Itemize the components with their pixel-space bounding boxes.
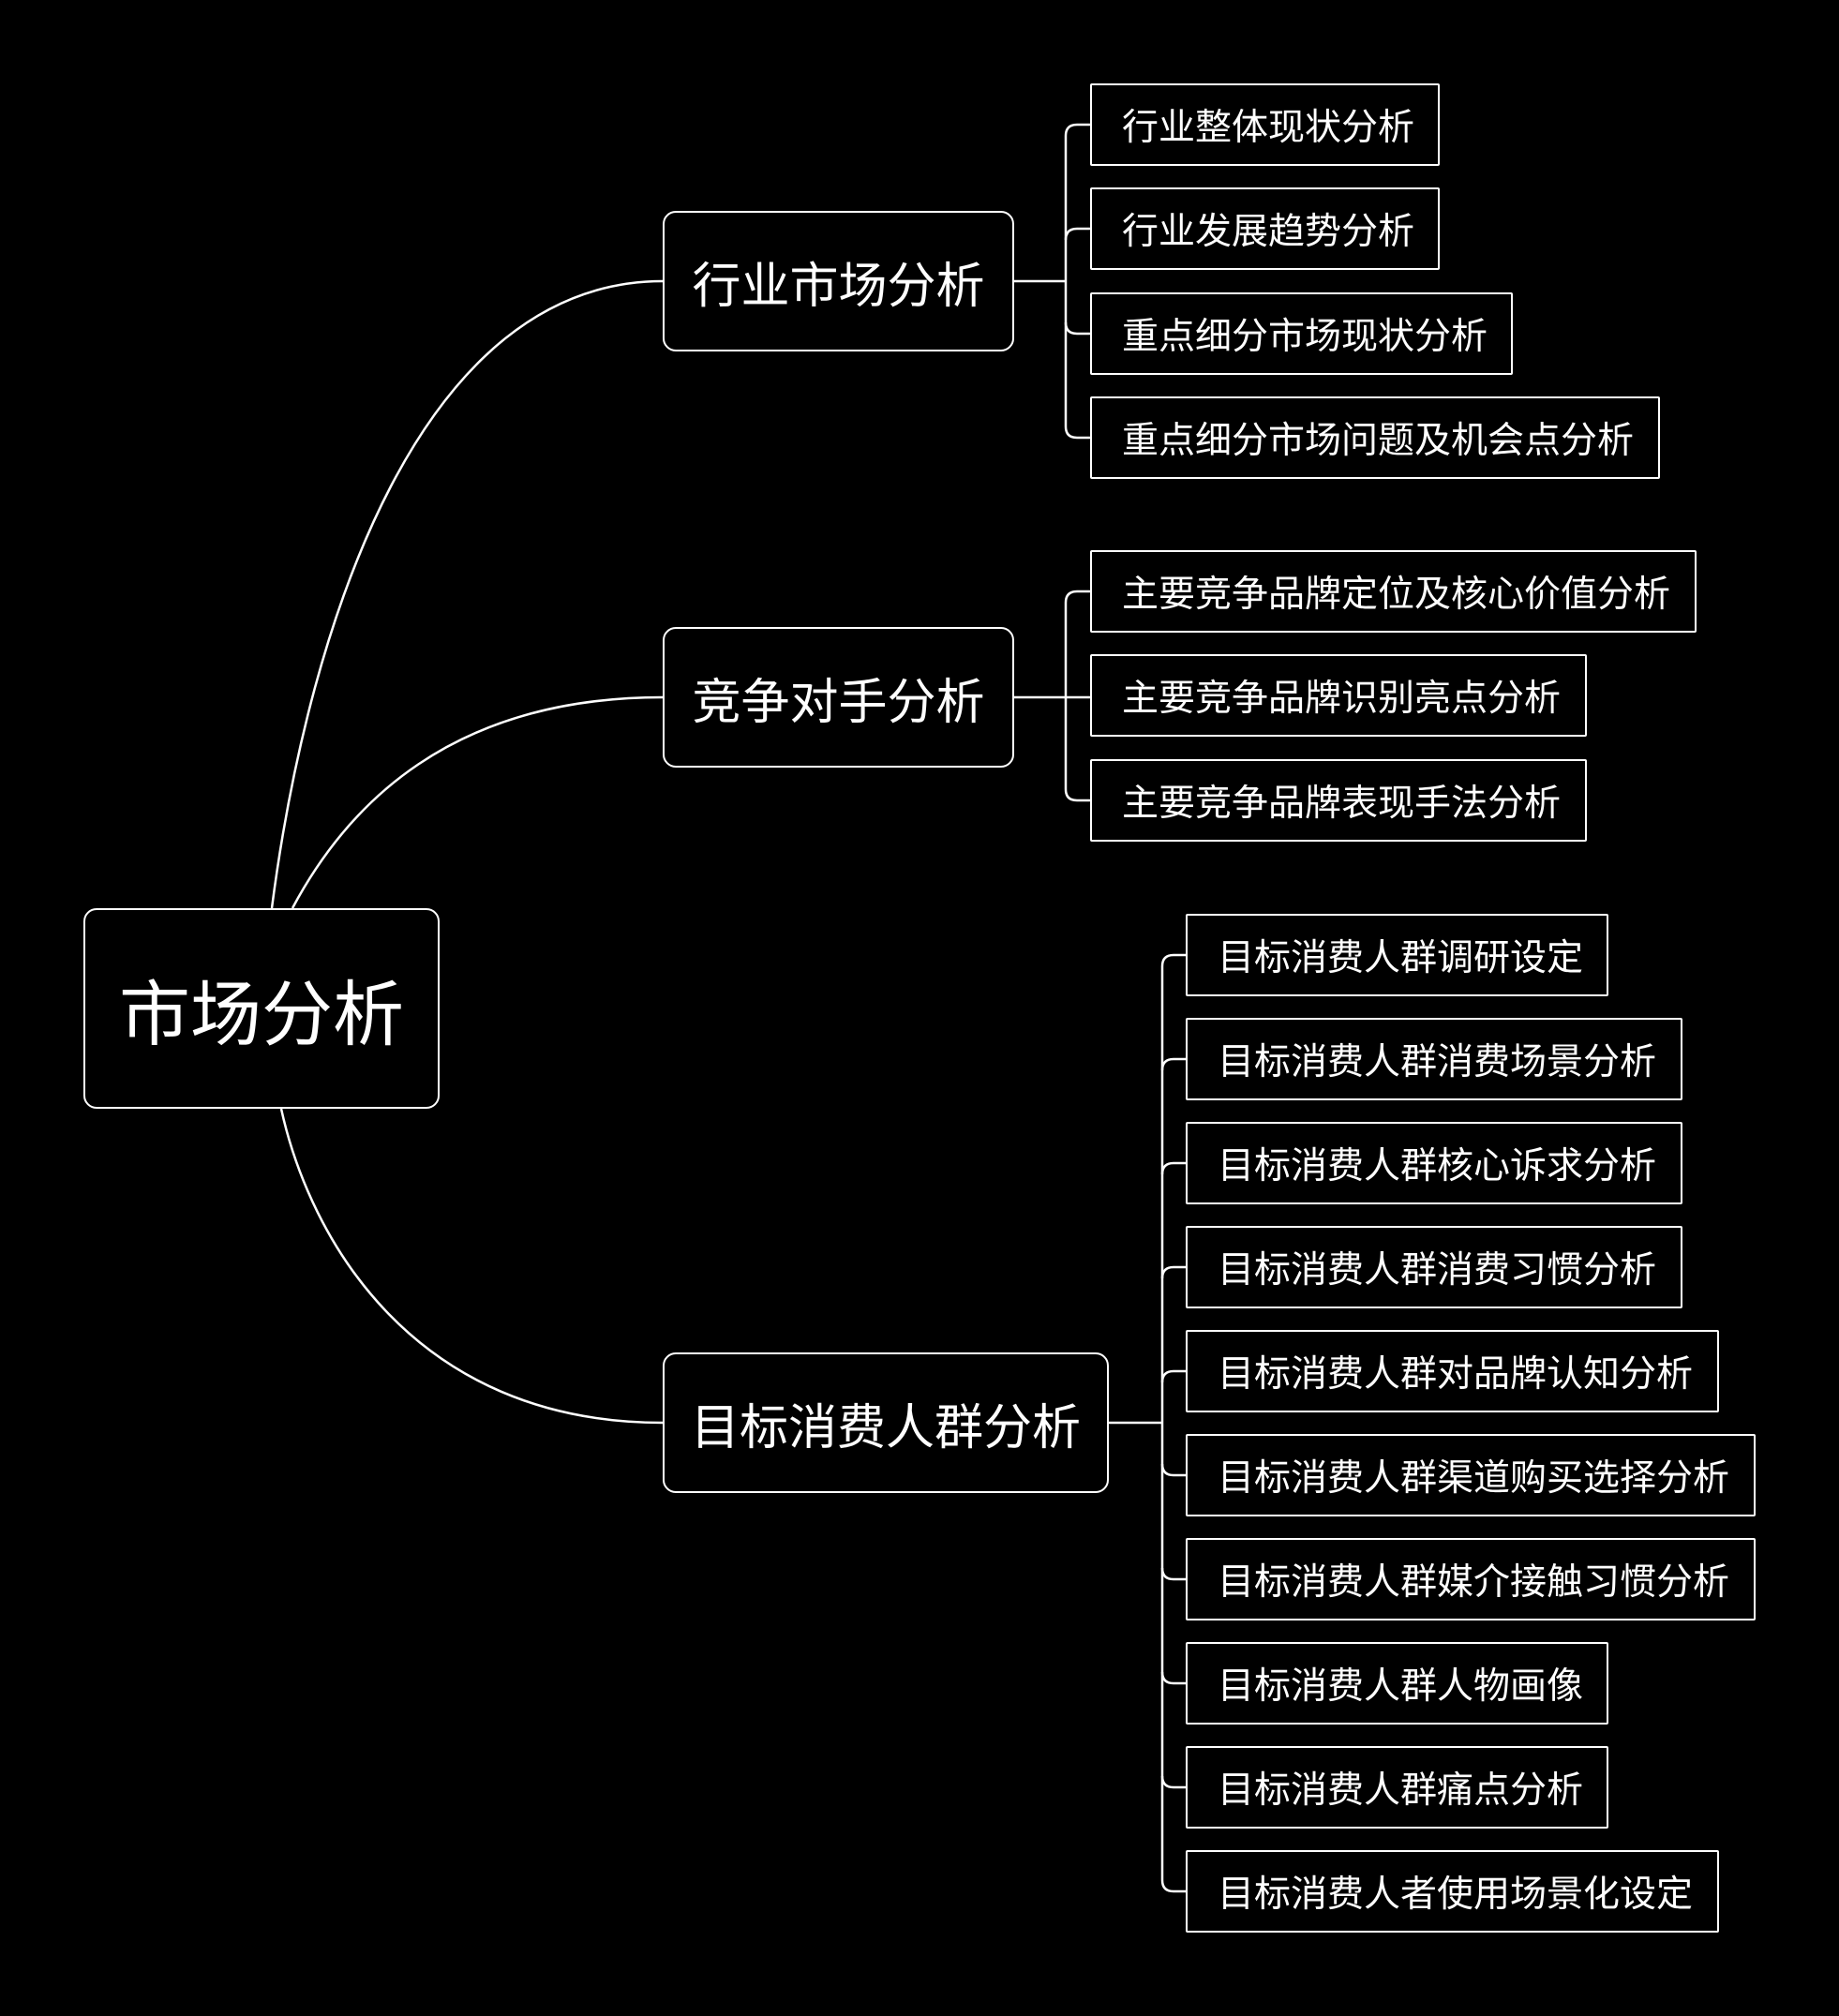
branch-node-competitor[interactable]: 竞争对手分析 [663, 627, 1014, 768]
leaf-node[interactable]: 主要竞争品牌表现手法分析 [1090, 759, 1587, 842]
leaf-node-label: 目标消费人群人物画像 [1218, 1665, 1584, 1708]
leaf-node-label: 行业发展趋势分析 [1122, 211, 1415, 253]
leaf-node[interactable]: 目标消费人群核心诉求分析 [1186, 1122, 1682, 1204]
connector-branch-2-leaf-9 [1160, 1879, 1186, 1893]
leaf-node-label: 目标消费人群对品牌认知分析 [1218, 1353, 1694, 1396]
leaf-node[interactable]: 行业发展趋势分析 [1090, 187, 1440, 270]
connector-branch-2-leaf-3 [1160, 1265, 1186, 1279]
branch-node-label: 目标消费人群分析 [690, 1399, 1081, 1456]
branch-node-label: 竞争对手分析 [692, 674, 985, 731]
connector-branch-2-leaf-8 [1160, 1775, 1186, 1789]
leaf-node-label: 目标消费人者使用场景化设定 [1218, 1874, 1694, 1916]
leaf-node[interactable]: 主要竞争品牌定位及核心价值分析 [1090, 550, 1697, 633]
leaf-node-label: 目标消费人群消费场景分析 [1218, 1041, 1657, 1083]
branch-node-industry-market[interactable]: 行业市场分析 [663, 211, 1014, 351]
leaf-node[interactable]: 行业整体现状分析 [1090, 83, 1440, 166]
root-node[interactable]: 市场分析 [83, 908, 440, 1109]
leaf-node-label: 行业整体现状分析 [1122, 107, 1415, 149]
leaf-node[interactable]: 重点细分市场现状分析 [1090, 292, 1513, 375]
connector-branch-2-leaf-5 [1160, 1463, 1186, 1477]
leaf-node[interactable]: 目标消费人群媒介接触习惯分析 [1186, 1538, 1756, 1620]
leaf-node-label: 重点细分市场问题及机会点分析 [1122, 420, 1635, 462]
connector-branch-1-leaf-2 [1064, 788, 1090, 802]
connector-branch-2-leaf-4 [1160, 1369, 1186, 1383]
leaf-node-label: 目标消费人群调研设定 [1218, 937, 1584, 979]
connector-branch-2-leaf-0 [1160, 953, 1186, 967]
leaf-node[interactable]: 目标消费人群渠道购买选择分析 [1186, 1434, 1756, 1516]
connector-branch-0-leaf-3 [1064, 426, 1090, 440]
leaf-node[interactable]: 目标消费人者使用场景化设定 [1186, 1850, 1719, 1933]
leaf-node-label: 主要竞争品牌定位及核心价值分析 [1122, 574, 1671, 616]
leaf-node-label: 目标消费人群渠道购买选择分析 [1218, 1457, 1730, 1500]
root-node-label: 市场分析 [119, 973, 404, 1056]
connector-branch-0-leaf-1 [1064, 227, 1090, 241]
leaf-node-label: 主要竞争品牌表现手法分析 [1122, 783, 1562, 825]
leaf-node-label: 重点细分市场现状分析 [1122, 316, 1488, 358]
connector-root-to-branch-2 [279, 1108, 664, 1425]
leaf-node[interactable]: 目标消费人群调研设定 [1186, 914, 1608, 996]
leaf-node[interactable]: 目标消费人群人物画像 [1186, 1642, 1608, 1725]
leaf-node-label: 目标消费人群媒介接触习惯分析 [1218, 1561, 1730, 1604]
connector-root-to-branch-0 [270, 279, 664, 909]
branch-node-target-consumer[interactable]: 目标消费人群分析 [663, 1352, 1109, 1493]
leaf-node[interactable]: 重点细分市场问题及机会点分析 [1090, 396, 1660, 479]
connector-branch-0-leaf-0 [1064, 123, 1090, 137]
connector-branch-2-leaf-2 [1160, 1161, 1186, 1175]
leaf-node-label: 目标消费人群痛点分析 [1218, 1770, 1584, 1812]
leaf-node[interactable]: 目标消费人群痛点分析 [1186, 1746, 1608, 1829]
leaf-node[interactable]: 主要竞争品牌识别亮点分析 [1090, 654, 1587, 737]
branch-node-label: 行业市场分析 [692, 258, 985, 315]
connector-branch-2-leaf-7 [1160, 1671, 1186, 1685]
leaf-node-label: 主要竞争品牌识别亮点分析 [1122, 678, 1562, 720]
connector-branch-2-leaf-1 [1160, 1057, 1186, 1071]
leaf-node[interactable]: 目标消费人群消费习惯分析 [1186, 1226, 1682, 1308]
connector-root-to-branch-1 [291, 695, 664, 909]
leaf-node[interactable]: 目标消费人群消费场景分析 [1186, 1018, 1682, 1100]
leaf-node[interactable]: 目标消费人群对品牌认知分析 [1186, 1330, 1719, 1412]
leaf-node-label: 目标消费人群核心诉求分析 [1218, 1145, 1657, 1187]
connector-branch-0-leaf-2 [1064, 321, 1090, 336]
connector-branch-2-leaf-6 [1160, 1567, 1186, 1581]
leaf-node-label: 目标消费人群消费习惯分析 [1218, 1249, 1657, 1292]
connector-branch-1-leaf-0 [1064, 590, 1090, 604]
